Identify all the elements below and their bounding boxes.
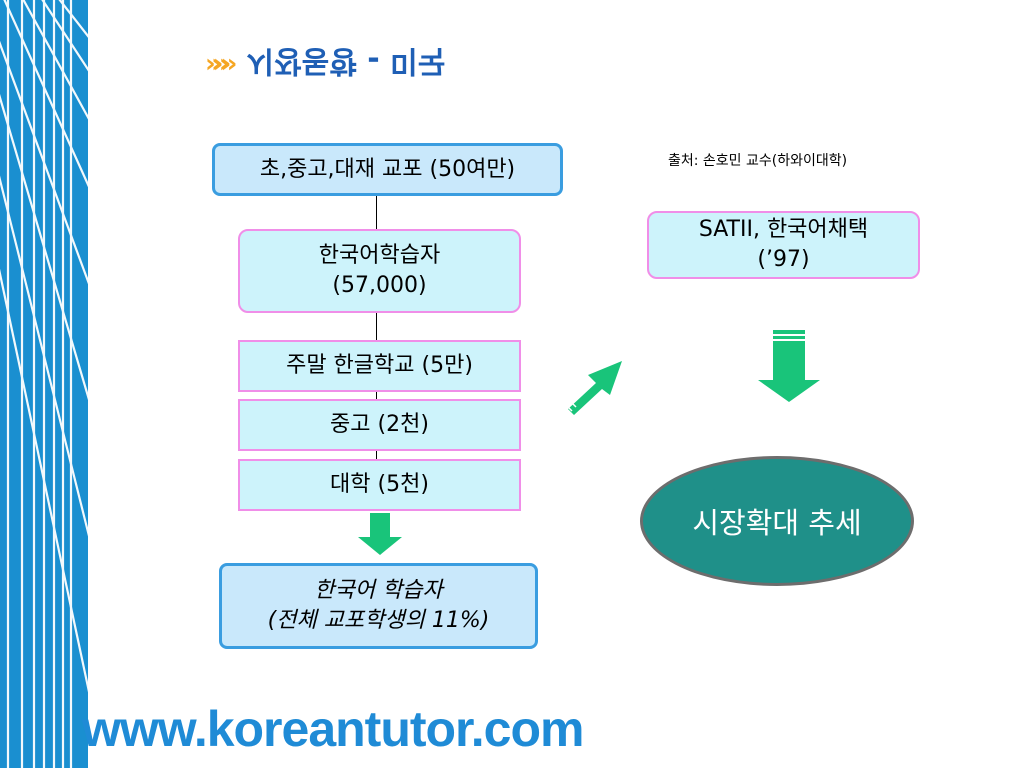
footer-url: www.koreantutor.com <box>82 701 584 757</box>
weekend-school-label: 주말 한글학교 (5만) <box>286 353 473 378</box>
down-arrow-icon <box>358 513 402 555</box>
page-title: 시장동향 - 미국 <box>246 43 446 78</box>
middle-high-label: 중고 (2천) <box>330 412 429 437</box>
middle-high-box: 중고 (2천) <box>238 399 521 451</box>
sat-box: SATII, 한국어채택 (’97) <box>647 211 920 279</box>
university-label: 대학 (5천) <box>330 472 429 497</box>
slide-title: »»» 시장동향 - 미국 <box>205 40 445 88</box>
learners-box: 한국어학습자 (57,000) <box>238 229 521 313</box>
left-decorative-band <box>0 0 88 768</box>
learners-label: 한국어학습자 <box>318 243 441 268</box>
result-box: 한국어 학습자 (전체 교포학생의 11%) <box>219 563 538 649</box>
university-box: 대학 (5천) <box>238 459 521 511</box>
market-trend-label: 시장확대 추세 <box>692 506 862 540</box>
top-box: 초,중고,대재 교포 (50여만) <box>212 143 563 196</box>
chevrons-icon: »»» <box>205 49 238 79</box>
result-percentage: (전체 교포학생의 11%) <box>267 608 490 633</box>
weekend-school-box: 주말 한글학교 (5만) <box>238 340 521 392</box>
sat-year: (’97) <box>757 247 810 272</box>
result-label: 한국어 학습자 <box>314 578 443 603</box>
market-trend-ellipse: 시장확대 추세 <box>640 456 914 586</box>
diagonal-arrow-icon <box>565 361 622 415</box>
learners-count: (57,000) <box>332 273 427 298</box>
top-box-label: 초,중고,대재 교포 (50여만) <box>259 156 516 182</box>
right-down-arrow-icon <box>758 330 820 402</box>
sat-label: SATII, 한국어채택 <box>698 217 869 242</box>
source-note: 출처: 손호민 교수(하와이대학) <box>668 153 848 169</box>
decorative-lines <box>0 0 88 768</box>
connector-line <box>376 196 377 462</box>
